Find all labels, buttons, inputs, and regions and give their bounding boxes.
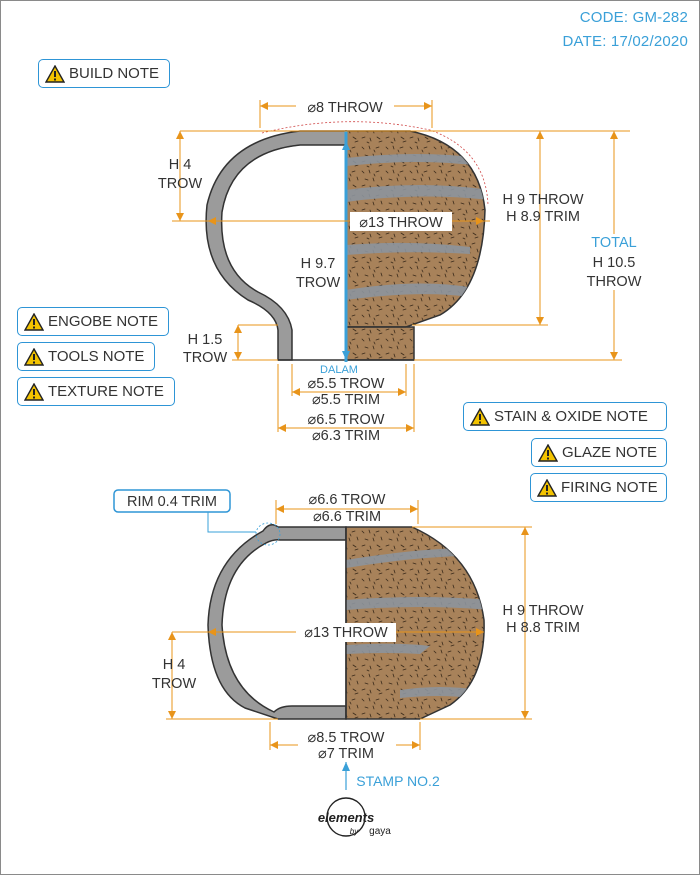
glaze-note-button[interactable]: GLAZE NOTE — [531, 438, 667, 467]
build-note-button[interactable]: BUILD NOTE — [38, 59, 170, 88]
date-label: DATE: 17/02/2020 — [562, 33, 688, 50]
build-note-label: BUILD NOTE — [69, 65, 160, 82]
label-bg — [350, 212, 452, 231]
total-label: TOTAL — [591, 235, 636, 251]
bottom-mouth-trim: ⌀6.6 TRIM — [313, 509, 381, 525]
label-bg — [296, 98, 394, 115]
top-h89-trim: H 8.9 TRIM — [506, 209, 580, 225]
top-dimension-lines — [172, 100, 630, 432]
logo-by: by — [350, 827, 359, 836]
bottom-pot-wall — [207, 524, 347, 720]
centerline-arrow-up — [342, 141, 350, 150]
top-foot-inner-trow: ⌀5.5 TROW — [308, 376, 385, 392]
bottom-pot-clay-half — [345, 526, 485, 720]
warning-icon — [24, 382, 44, 401]
top-pot-wall — [205, 130, 347, 361]
top-foot-inner-trim: ⌀5.5 TRIM — [312, 392, 380, 408]
top-h97-value: H 9.7 — [301, 256, 336, 272]
warning-icon — [470, 407, 490, 426]
warning-icon — [24, 312, 44, 331]
tools-note-button[interactable]: TOOLS NOTE — [17, 342, 155, 371]
warning-icon — [45, 64, 65, 83]
total-unit: THROW — [587, 274, 642, 290]
texture-note-label: TEXTURE NOTE — [48, 383, 164, 400]
texture-note-button[interactable]: TEXTURE NOTE — [17, 377, 175, 406]
warning-icon — [538, 443, 558, 462]
top-foot-outer-trow: ⌀6.5 TROW — [308, 412, 385, 428]
firing-note-button[interactable]: FIRING NOTE — [530, 473, 667, 502]
rim-detail-circle — [255, 522, 281, 546]
firing-note-label: FIRING NOTE — [561, 479, 658, 496]
top-h15-unit: TROW — [183, 350, 228, 366]
top-h9-throw: H 9 THROW — [502, 192, 583, 208]
elements-by-gaya-logo: elements by gaya — [318, 797, 391, 837]
top-h15-value: H 1.5 — [188, 332, 223, 348]
bottom-h4-value: H 4 — [163, 657, 186, 673]
stain-oxide-note-button[interactable]: STAIN & OXIDE NOTE — [463, 402, 667, 431]
top-foot-outer-trim: ⌀6.3 TRIM — [312, 428, 380, 444]
tools-note-label: TOOLS NOTE — [48, 348, 145, 365]
bottom-pot — [207, 522, 485, 720]
logo-name: gaya — [369, 826, 391, 837]
centerline-arrow-down — [342, 351, 350, 360]
bottom-mouth-trow: ⌀6.6 TROW — [309, 492, 386, 508]
glaze-note-label: GLAZE NOTE — [562, 444, 658, 461]
top-pot — [205, 121, 489, 362]
logo-word: elements — [318, 810, 374, 825]
rim-label: RIM 0.4 TRIM — [127, 494, 217, 510]
bottom-belly-diameter: ⌀13 THROW — [304, 625, 388, 641]
warning-icon — [24, 347, 44, 366]
engobe-note-label: ENGOBE NOTE — [48, 313, 159, 330]
label-bg — [298, 731, 396, 746]
top-h4-value: H 4 — [169, 157, 192, 173]
top-h4-unit: TROW — [158, 176, 203, 192]
top-pot-foot — [345, 326, 415, 361]
bottom-h88-trim: H 8.8 TRIM — [506, 620, 580, 636]
bottom-base-trim: ⌀7 TRIM — [318, 746, 374, 762]
stamp-label: STAMP NO.2 — [356, 773, 440, 789]
top-h97-unit: TROW — [296, 275, 341, 291]
bottom-dimension-arrows — [168, 505, 529, 749]
top-pot-stripes — [346, 154, 485, 300]
engobe-note-button[interactable]: ENGOBE NOTE — [17, 307, 169, 336]
rim-leader-line — [207, 512, 256, 533]
dalam-label: DALAM — [320, 364, 358, 376]
top-throw-diameter: ⌀8 THROW — [307, 100, 383, 116]
stamp-arrow — [342, 762, 350, 771]
top-belly-diameter: ⌀13 THROW — [359, 215, 443, 231]
label-bg — [586, 234, 642, 290]
label-bg — [296, 623, 396, 642]
code-label: CODE: GM-282 — [579, 9, 688, 26]
bottom-base-trow: ⌀8.5 TROW — [308, 730, 385, 746]
warning-icon — [537, 478, 557, 497]
total-height: H 10.5 — [593, 255, 636, 271]
bottom-h9-throw: H 9 THROW — [502, 603, 583, 619]
bottom-pot-stripes — [346, 548, 485, 698]
label-bg — [298, 491, 396, 508]
rim-note-box — [113, 489, 231, 513]
bottom-h4-unit: TROW — [152, 676, 197, 692]
top-dimension-arrows — [176, 102, 618, 432]
top-pot-inner-line — [221, 144, 301, 213]
stain-oxide-note-label: STAIN & OXIDE NOTE — [494, 408, 648, 425]
